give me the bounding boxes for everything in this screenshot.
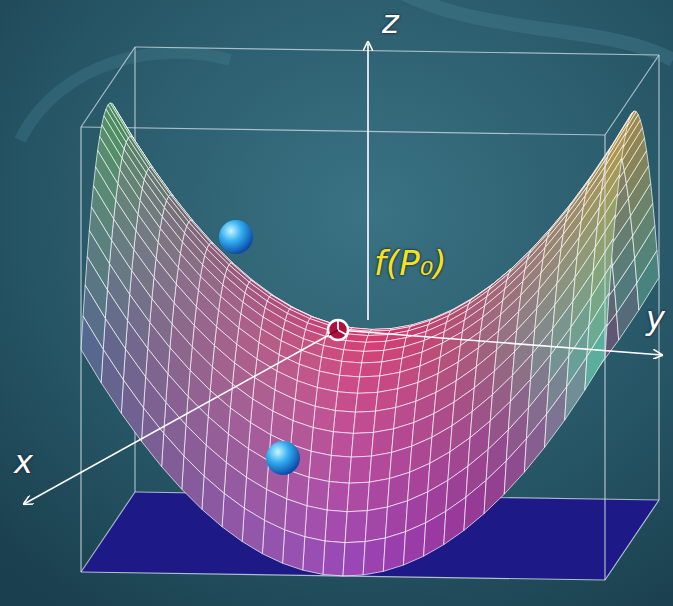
box-edge	[135, 47, 659, 55]
saddle-point	[328, 320, 348, 340]
ball	[266, 441, 300, 475]
saddle-surface	[355, 392, 377, 412]
box-edge	[604, 135, 605, 580]
saddle-surface	[331, 432, 353, 457]
saddle-surface	[121, 380, 143, 441]
saddle-surface	[335, 392, 357, 412]
saddle-surface	[353, 411, 375, 433]
saddle-surface	[339, 361, 361, 377]
saddle-surface	[365, 507, 387, 542]
saddle-surface	[424, 511, 446, 556]
box-edge	[81, 572, 605, 580]
saddle-surface	[202, 476, 224, 527]
saddle-surface	[311, 428, 333, 456]
saddle-surface	[81, 316, 103, 383]
saddle-surface	[565, 357, 587, 420]
saddle-surface	[242, 508, 264, 554]
function-value-label: f(P₀)	[374, 246, 447, 280]
saddle-surface	[283, 530, 305, 570]
saddle-surface	[329, 455, 351, 483]
saddle-surface	[222, 493, 244, 541]
y-axis	[338, 330, 662, 355]
box-edge	[81, 492, 135, 572]
saddle-surface	[371, 429, 393, 456]
saddle-surface	[349, 456, 371, 483]
z-axis	[367, 42, 369, 320]
box-edge	[81, 127, 605, 135]
saddle-surface	[347, 482, 369, 512]
saddle-surface	[364, 341, 386, 351]
axis-label: z	[382, 6, 399, 38]
saddle-surface	[360, 362, 382, 377]
ball	[219, 220, 253, 254]
saddle-surface	[444, 497, 466, 545]
saddle-surface	[323, 541, 345, 576]
saddle-surface	[337, 375, 359, 393]
saddle-point	[338, 320, 347, 335]
saddle-surface	[383, 532, 405, 572]
saddle-surface	[327, 482, 349, 512]
saddle-surface	[484, 461, 506, 514]
saddle-surface	[363, 538, 385, 575]
saddle-surface	[162, 433, 184, 489]
saddle-surface	[585, 324, 607, 390]
saddle-surface	[345, 511, 367, 543]
saddle-surface	[342, 350, 364, 363]
saddle-surface	[367, 479, 389, 511]
saddle-surface	[362, 350, 384, 363]
saddle-surface	[307, 477, 329, 510]
saddle-surface	[309, 451, 331, 481]
box-edge	[80, 127, 81, 572]
axis-label: y	[646, 302, 665, 334]
saddle-surface	[305, 506, 327, 541]
saddle-surface	[403, 523, 425, 565]
saddle-surface	[358, 376, 380, 393]
saddle-surface	[333, 411, 355, 434]
saddle-surface	[343, 542, 365, 576]
saddle-surface	[303, 537, 325, 575]
x-axis	[24, 330, 338, 504]
saddle-surface	[524, 414, 546, 472]
box-edge	[605, 500, 659, 580]
saddle-surface	[351, 432, 373, 457]
saddle-surface	[504, 439, 526, 494]
axis-label: x	[14, 446, 33, 478]
background-swirl	[20, 53, 230, 140]
saddle-surface	[545, 387, 567, 448]
saddle-surface	[464, 480, 486, 530]
saddle-surface	[369, 452, 391, 482]
saddle-surface	[182, 456, 204, 509]
saddle-surface	[101, 349, 123, 413]
saddle-surface	[262, 520, 284, 563]
saddle-point	[329, 330, 338, 335]
saddle-surface	[325, 510, 347, 543]
